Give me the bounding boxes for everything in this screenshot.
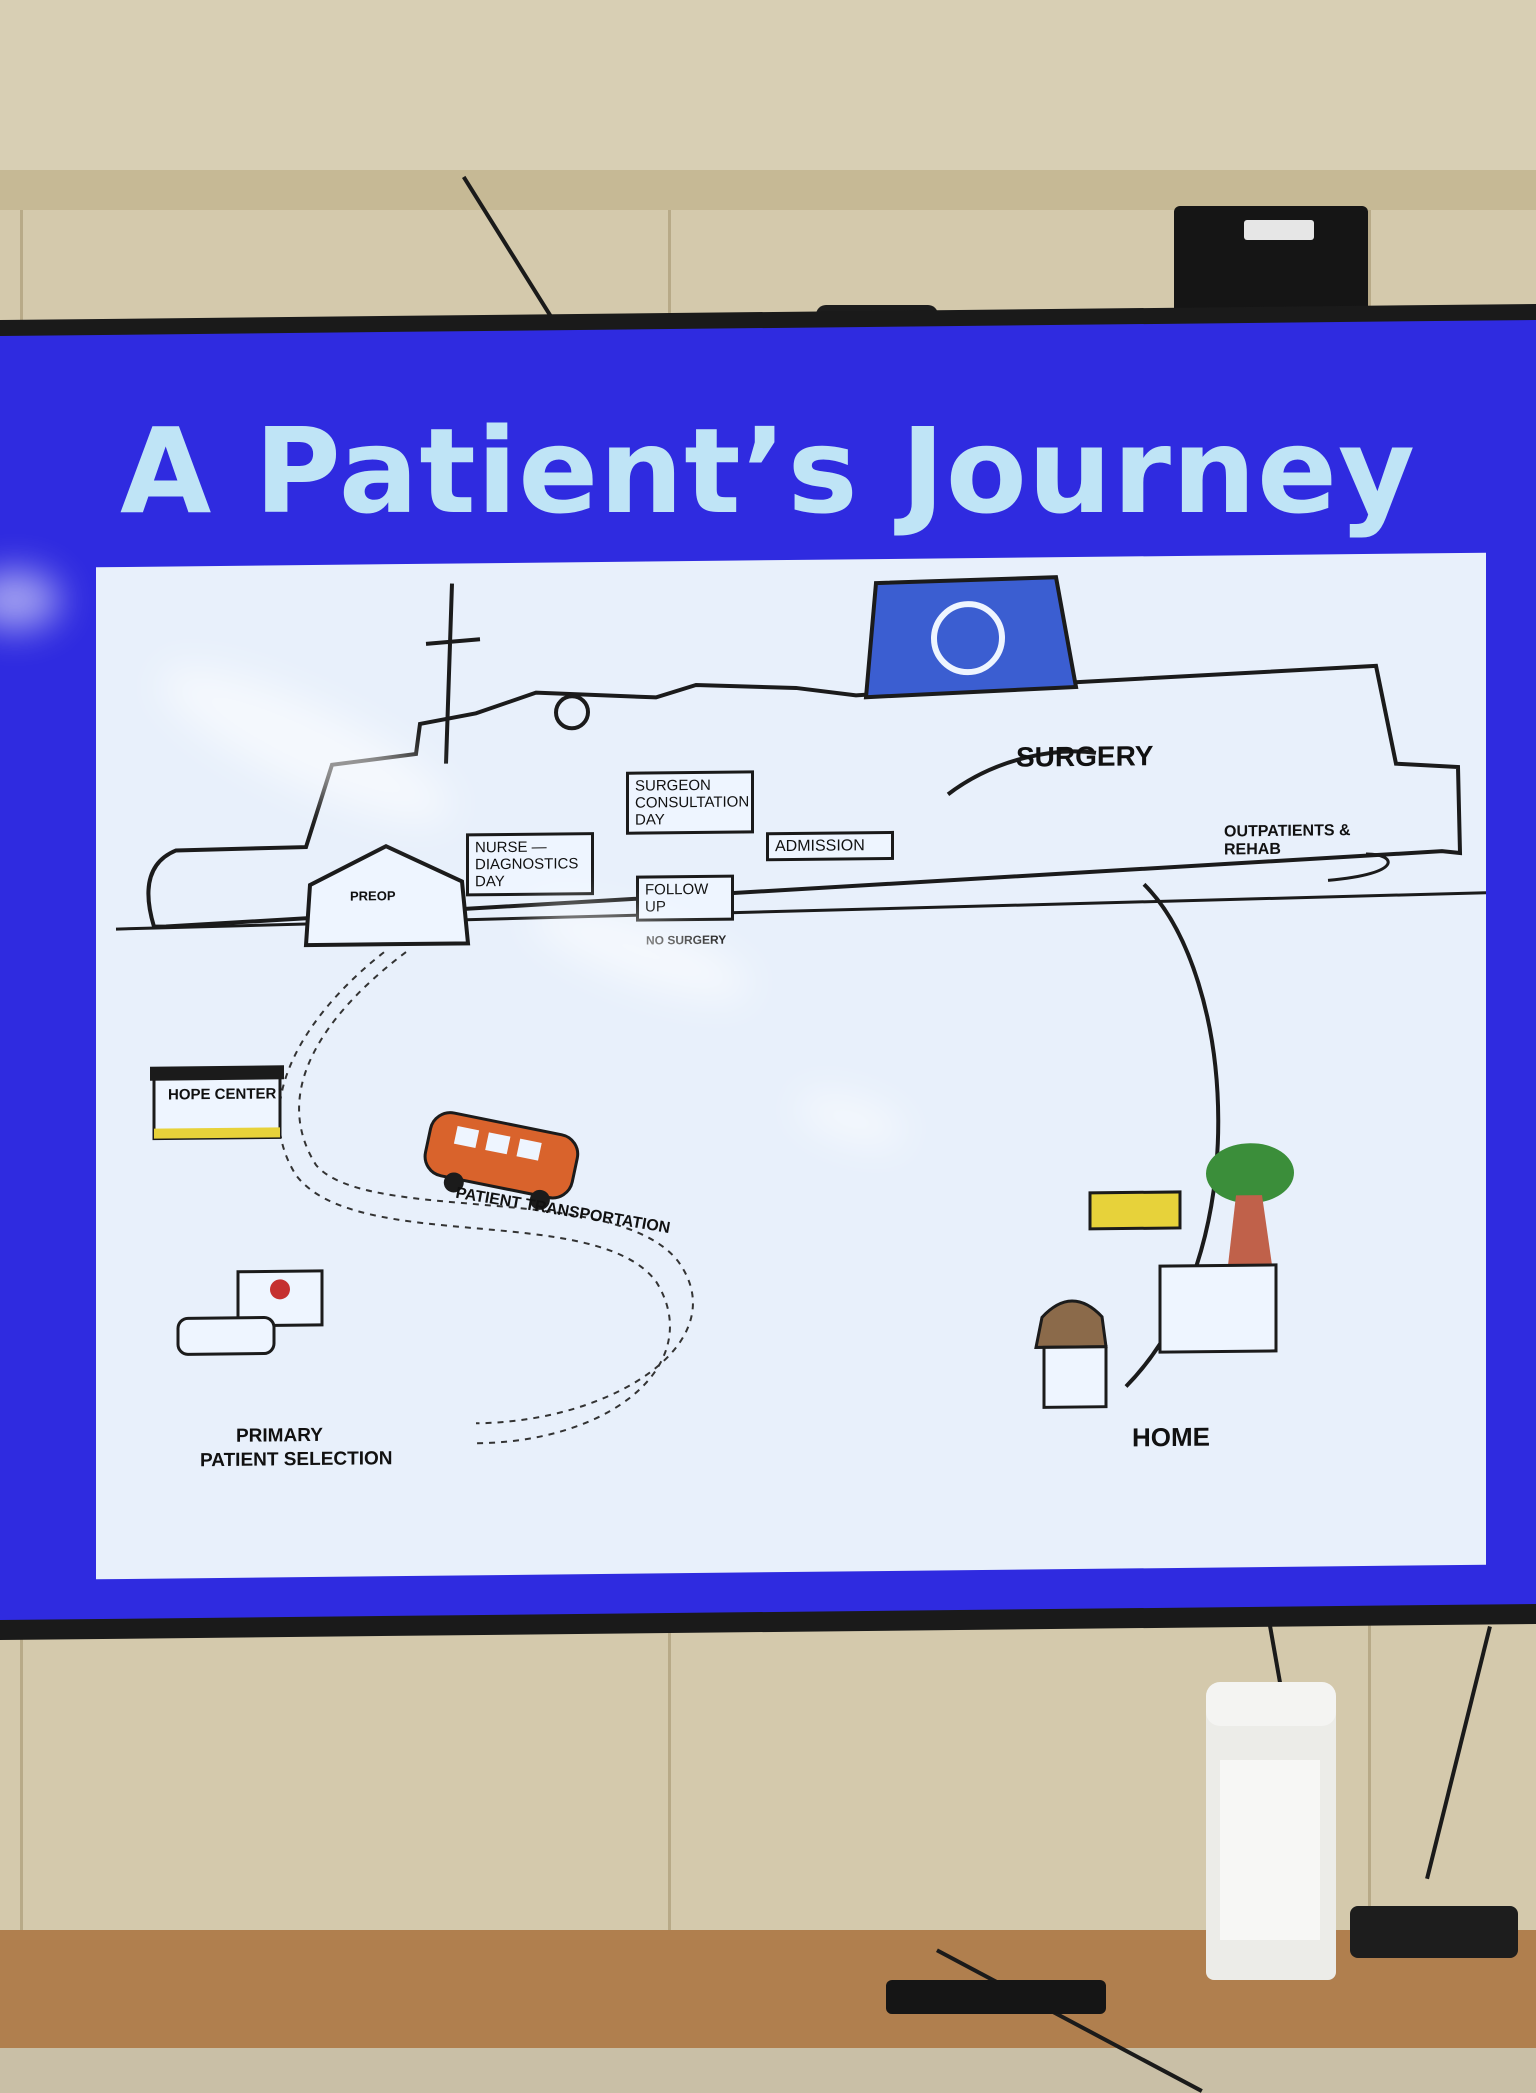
slide-title: A Patient’s Journey (0, 402, 1536, 540)
wipes-cap (1206, 1682, 1336, 1726)
wipes-container (1206, 1690, 1336, 1980)
ship-mast (426, 583, 480, 764)
codec-label (1244, 220, 1314, 240)
hut-roof (1036, 1301, 1106, 1348)
ship-funnel (866, 577, 1076, 697)
home-house-yellow (1090, 1192, 1180, 1229)
hope-center-label: HOPE CENTER (168, 1085, 276, 1103)
tree-trunk (1228, 1195, 1272, 1265)
conference-hub (1350, 1906, 1518, 1958)
hope-center-roof (150, 1065, 284, 1080)
outpatients-rehab-label: OUTPATIENTS & REHAB (1224, 822, 1374, 860)
home-label: HOME (1132, 1422, 1210, 1454)
ceiling-beam (0, 170, 1536, 210)
primary-label: PRIMARY (236, 1425, 323, 1448)
admission-box: ADMISSION (766, 831, 894, 861)
follow-up-box: FOLLOW UP (636, 875, 734, 922)
remote-control (886, 1980, 1106, 2014)
nurse-diagnostics-box: NURSE — DIAGNOSTICS DAY (466, 832, 594, 896)
surgeon-consultation-box: SURGEON CONSULTATION DAY (626, 770, 754, 834)
slide-illustration: PREOP NURSE — DIAGNOSTICS DAY SURGEON CO… (96, 553, 1486, 1580)
hut-wall (1044, 1347, 1106, 1408)
wipes-label (1220, 1760, 1320, 1940)
car-drawing (178, 1317, 274, 1354)
preop-label: PREOP (350, 888, 396, 903)
hope-center-ground (154, 1127, 280, 1138)
surgery-label: SURGERY (1016, 740, 1153, 773)
home-house-white (1160, 1265, 1276, 1352)
ship-funnel-ring (556, 696, 588, 728)
patient-selection-label: PATIENT SELECTION (200, 1448, 392, 1472)
